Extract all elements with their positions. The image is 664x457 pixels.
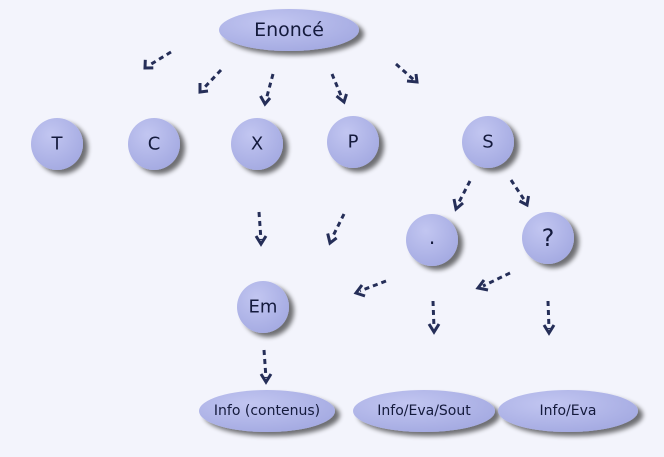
- node-s: S: [462, 116, 514, 168]
- arrow-enonce-to-s: [395, 62, 419, 84]
- node-enonce-label: Enoncé: [254, 19, 324, 41]
- node-info-eva-label: Info/Eva: [540, 403, 597, 419]
- arrow-em-to-info-contenus: [259, 349, 273, 385]
- node-enonce: Enoncé: [219, 9, 359, 51]
- node-info-eva: Info/Eva: [498, 390, 638, 432]
- node-x-label: X: [251, 134, 263, 155]
- node-x: X: [231, 118, 283, 170]
- arrow-enonce-to-t: [143, 50, 172, 70]
- arrow-dot-to-em: [353, 279, 387, 298]
- arrow-s-to-dot: [452, 180, 472, 212]
- arrow-dot-to-info-eva-sout: [427, 300, 441, 335]
- arrow-x-to-em: [254, 211, 268, 247]
- arrow-p-to-em: [326, 213, 346, 246]
- node-p-label: P: [348, 132, 359, 153]
- node-em-label: Em: [249, 297, 278, 318]
- node-info-eva-sout: Info/Eva/Sout: [353, 390, 495, 432]
- node-question: ?: [522, 212, 574, 264]
- node-c: C: [128, 118, 180, 170]
- arrow-question-to-info-eva: [542, 300, 556, 336]
- node-t-label: T: [51, 134, 64, 155]
- node-s-label: S: [482, 132, 493, 153]
- node-t: T: [31, 118, 83, 170]
- arrow-enonce-to-p: [330, 73, 348, 105]
- arrow-question-to-dot: [475, 271, 511, 292]
- node-info-eva-sout-label: Info/Eva/Sout: [377, 403, 471, 419]
- node-dot: .: [406, 214, 458, 266]
- arrow-enonce-to-c: [198, 68, 223, 94]
- node-c-label: C: [148, 134, 161, 155]
- arrow-s-to-question: [509, 179, 530, 208]
- node-p: P: [327, 116, 379, 168]
- node-dot-label: .: [429, 225, 435, 249]
- arrows-group: [143, 50, 556, 385]
- node-question-label: ?: [542, 224, 555, 252]
- arrow-enonce-to-x: [259, 73, 275, 107]
- node-info-contenus: Info (contenus): [199, 390, 335, 432]
- node-em: Em: [237, 281, 289, 333]
- node-info-contenus-label: Info (contenus): [214, 403, 320, 419]
- nodes-group: Enoncé T C X P S . ?: [31, 9, 638, 432]
